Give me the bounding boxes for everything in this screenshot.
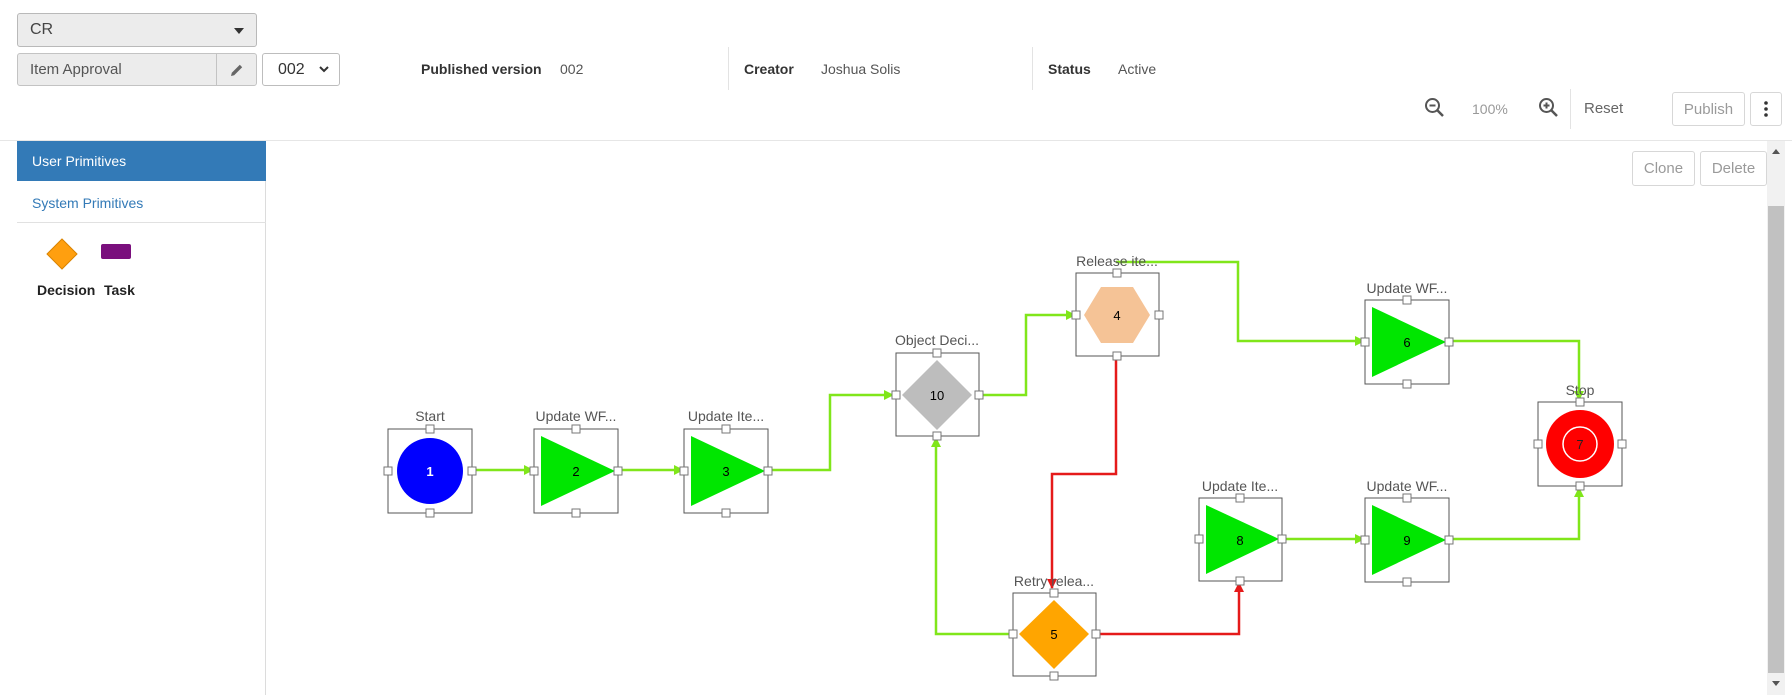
- edge-4-5-failure[interactable]: [1047, 357, 1118, 589]
- version-value: 002: [278, 61, 305, 78]
- workflow-node-update-item[interactable]: Update Ite... 8: [1194, 478, 1287, 586]
- edge-3-10[interactable]: [767, 390, 894, 472]
- workflow-node-start[interactable]: Start 1: [383, 408, 477, 518]
- delete-button[interactable]: Delete: [1700, 151, 1767, 186]
- published-version-label: Published version: [421, 61, 542, 77]
- version-select[interactable]: 002: [262, 53, 340, 86]
- node-label: Object Deci...: [895, 332, 979, 348]
- creator-label: Creator: [744, 61, 794, 77]
- tab-system-primitives[interactable]: System Primitives: [17, 181, 266, 223]
- start-circle-icon: [397, 438, 463, 504]
- workflow-node-stop[interactable]: Stop 7: [1533, 382, 1627, 491]
- zoom-out-icon[interactable]: [1423, 96, 1447, 120]
- zoom-level: 100%: [1472, 101, 1508, 117]
- workflow-node-update-wf[interactable]: Update WF... 9: [1360, 478, 1454, 587]
- node-number: 7: [1576, 437, 1583, 452]
- primitives-panel: [17, 141, 266, 695]
- creator-value: Joshua Solis: [821, 61, 901, 77]
- scroll-down-arrow-icon[interactable]: [1767, 676, 1785, 692]
- decision-diamond-icon: [1019, 600, 1089, 669]
- edge-9-7[interactable]: [1449, 487, 1584, 541]
- object-type-select[interactable]: CR: [17, 13, 257, 47]
- workflow-node-retry-release[interactable]: Retry relea... 5: [1008, 573, 1101, 681]
- task-triangle-icon: [1372, 307, 1446, 377]
- node-number: 8: [1236, 533, 1243, 548]
- status-label: Status: [1048, 61, 1091, 77]
- scrollbar-thumb[interactable]: [1768, 206, 1784, 673]
- node-number: 6: [1403, 335, 1410, 350]
- node-label: Update WF...: [1367, 280, 1448, 296]
- task-triangle-icon: [1372, 505, 1446, 575]
- task-triangle-icon: [541, 436, 615, 506]
- node-number: 10: [930, 388, 944, 403]
- published-version-value: 002: [560, 61, 584, 77]
- workflow-name-value: Item Approval: [30, 61, 122, 78]
- node-number: 5: [1050, 627, 1057, 642]
- caret-down-icon: [234, 28, 244, 34]
- task-triangle-icon: [1206, 505, 1279, 574]
- divider: [1032, 47, 1033, 90]
- object-type-value: CR: [30, 21, 54, 38]
- more-vertical-icon: [1764, 101, 1768, 117]
- node-number: 9: [1403, 533, 1410, 548]
- workflow-node-release-item[interactable]: Release ite... 4: [1071, 253, 1164, 361]
- node-label: Update WF...: [1367, 478, 1448, 494]
- edit-name-button[interactable]: [216, 54, 256, 85]
- task-primitive-icon[interactable]: [100, 242, 134, 262]
- workflow-name-field[interactable]: Item Approval: [17, 53, 257, 86]
- task-primitive-label: Task: [104, 282, 135, 298]
- edge-5-8-failure[interactable]: [1097, 582, 1244, 636]
- node-label: Retry relea...: [1014, 573, 1094, 589]
- decision-primitive-icon[interactable]: [44, 236, 80, 272]
- edge-10-4[interactable]: [979, 310, 1076, 397]
- publish-button[interactable]: Publish: [1672, 92, 1745, 126]
- edge-6-7[interactable]: [1449, 339, 1584, 401]
- workflow-node-update-item[interactable]: Update Ite... 3: [679, 408, 773, 518]
- tab-user-primitives[interactable]: User Primitives: [17, 141, 266, 181]
- node-number: 4: [1113, 308, 1120, 323]
- hexagon-icon: [1084, 287, 1150, 343]
- task-triangle-icon: [691, 436, 765, 506]
- reset-button[interactable]: Reset: [1584, 100, 1624, 117]
- scroll-up-arrow-icon[interactable]: [1767, 143, 1785, 159]
- node-label: Start: [415, 408, 445, 424]
- node-label: Release ite...: [1076, 253, 1158, 269]
- divider: [1570, 89, 1571, 129]
- decision-primitive-label: Decision: [37, 282, 96, 298]
- workflow-node-object-decision[interactable]: Object Deci... 10: [891, 332, 984, 441]
- status-value: Active: [1118, 61, 1157, 77]
- zoom-in-icon[interactable]: [1537, 96, 1561, 120]
- workflow-node-update-wf[interactable]: Update WF... 6: [1360, 280, 1454, 389]
- chevron-down-icon: [319, 66, 329, 73]
- decision-diamond-icon: [902, 360, 972, 430]
- more-options-button[interactable]: [1750, 92, 1782, 126]
- node-number: 2: [572, 464, 579, 479]
- node-number: 3: [722, 464, 729, 479]
- node-label: Update WF...: [536, 408, 617, 424]
- node-label: Update Ite...: [688, 408, 764, 424]
- pencil-icon: [230, 64, 242, 76]
- edge-4-6[interactable]: [1116, 260, 1365, 346]
- clone-button[interactable]: Clone: [1632, 151, 1695, 186]
- workflow-node-update-wf[interactable]: Update WF... 2: [529, 408, 623, 518]
- node-label: Stop: [1566, 382, 1595, 398]
- edge-5-10[interactable]: [931, 437, 1011, 636]
- divider: [728, 47, 729, 90]
- header-divider: [0, 140, 1792, 141]
- node-label: Update Ite...: [1202, 478, 1278, 494]
- stop-circle-icon: [1546, 410, 1614, 478]
- node-number: 1: [426, 464, 433, 479]
